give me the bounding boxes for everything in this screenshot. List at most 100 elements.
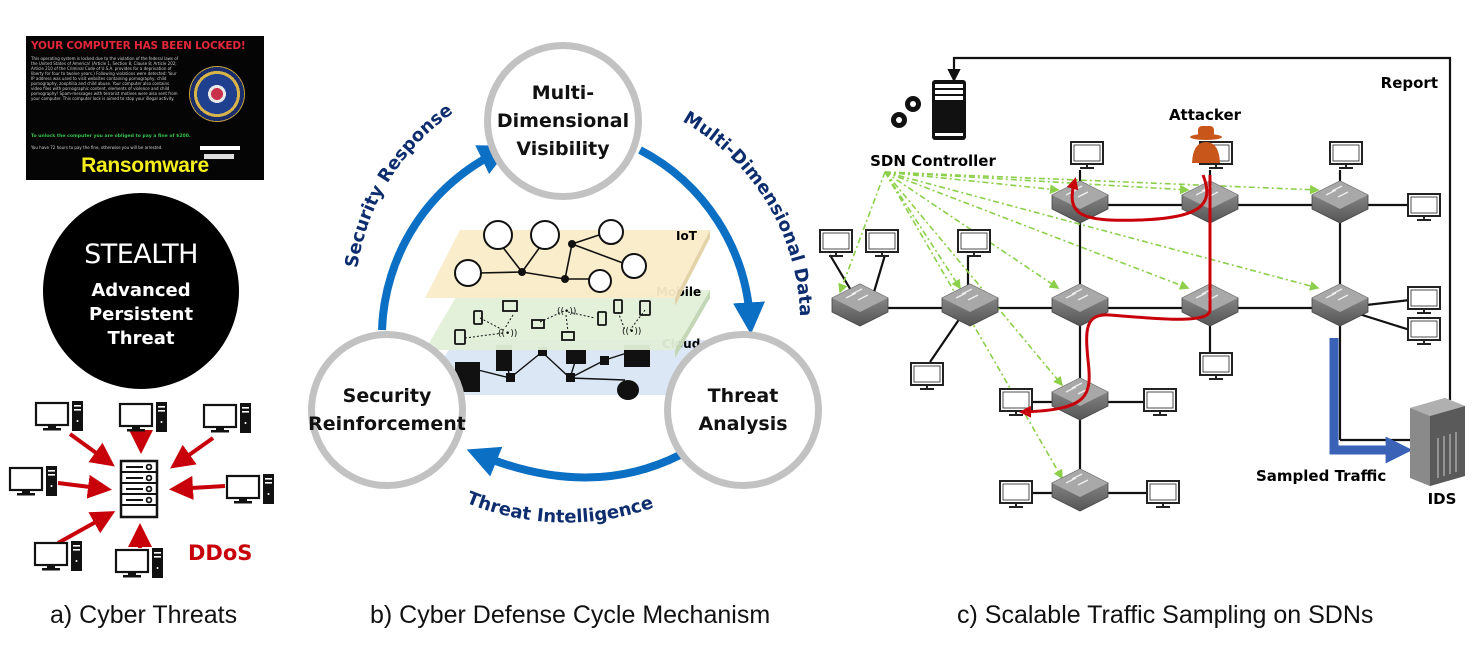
switch-icon [1051,283,1109,327]
desktop-icon [502,300,518,312]
iot-layer: IoT [425,219,710,306]
attacker-label: Attacker [1169,106,1242,124]
monitor-icon [1407,317,1441,345]
sdn-sampling-diagram: Report [819,56,1465,512]
antenna-icon: ((•)) [622,327,641,337]
node-text-line: Threat [707,385,779,407]
fbi-seal-icon [189,66,245,122]
monitor-icon [1329,141,1363,169]
arrow-threat-intelligence [466,446,682,482]
label-threat-intelligence: Threat Intelligence [464,488,656,528]
node-text-line: Reinforcement [308,413,466,435]
switch-icon [600,356,609,365]
node-security-reinforcement: Security Reinforcement [308,331,466,489]
ransomware-label: Ransomware [81,154,209,177]
computer-icon [225,472,276,506]
phone-icon [597,311,607,326]
monitor-icon [910,362,944,390]
chip-icon [588,269,612,293]
switch-icon [506,373,515,382]
ok-button [204,154,234,159]
computer-icon [114,546,165,580]
server-icon [566,350,586,364]
switch-icon [1311,283,1369,327]
ransomware-body: This operating system is locked due to t… [31,56,179,101]
caption-b: b) Cyber Defense Cycle Mechanism [370,601,771,629]
monitor-icon [819,229,853,257]
computer-icon [202,401,253,435]
attack-path [1019,174,1212,418]
wearable-icon [621,253,647,279]
tablet-icon [454,329,466,345]
switch-icon [941,283,999,327]
node-threat-analysis: Threat Analysis [664,331,822,489]
node-text-line: Dimensional [496,110,630,132]
monitor-icon [1146,480,1180,508]
apt-line-3: Threat [107,328,175,349]
arrow-multidimensional-data [638,146,765,335]
node-text-line: Visibility [516,138,610,160]
iot-layer-label: IoT [676,229,698,243]
ids-label: IDS [1428,490,1457,508]
robot-arm-icon [598,219,624,245]
computer-icon [34,399,85,433]
computer-icon [33,539,84,573]
energy-grid-icon [483,220,513,250]
controller-label: SDN Controller [870,152,996,170]
monitor-icon [999,480,1033,508]
ids-server-icon [1410,398,1465,486]
attacker-icon [1190,126,1222,163]
node-text-line: Multi- [531,82,595,104]
ransomware-deadline: You have 72 hours to pay the fine, other… [31,145,163,150]
switch-icon [1051,180,1109,224]
laptop-icon [561,331,575,341]
code-input [200,146,240,150]
ddos-attack-arrows [57,430,226,548]
label-security-response: Security Response [341,100,456,269]
report-label: Report [1381,74,1438,92]
switch-icon [566,373,575,382]
iot-device-icons [454,219,647,293]
monitor-icon [1070,141,1104,169]
node-text-line: Analysis [698,413,788,435]
ransomware-demand: To unlock the computer you are obliged t… [31,134,191,139]
monitor-icon [957,229,991,257]
report-line [947,56,1452,400]
node-text-line: Security [342,385,432,407]
switch-icon [538,347,547,356]
ddos-diagram: DDoS [8,399,276,580]
apt-line-2: Persistent [88,304,194,325]
caption-a: a) Cyber Threats [50,601,238,629]
electric-car-icon [530,220,560,250]
switch-icon [1311,180,1369,224]
openflow-switches [831,180,1369,512]
ransomware-title: YOUR COMPUTER HAS BEEN LOCKED! [31,40,246,52]
caption-c: c) Scalable Traffic Sampling on SDNs [957,601,1374,629]
arrow-security-response [378,145,511,331]
apt-circle: STEALTH Advanced Persistent Threat [43,193,239,389]
phone-icon [473,310,483,325]
ransomware-screen: YOUR COMPUTER HAS BEEN LOCKED! This oper… [26,36,264,180]
mobile-device-icons [454,299,651,345]
control-plane-links [838,171,1320,480]
monitor-icon [1407,193,1441,221]
apt-label: Advanced Persistent Threat [43,279,239,351]
phone-icon [613,299,623,314]
cctv-camera-icon [454,259,482,287]
computer-icon [8,464,59,498]
sampled-traffic-label: Sampled Traffic [1256,467,1386,485]
node-multidimensional-visibility: Multi- Dimensional Visibility [484,42,642,200]
database-icon [617,380,639,400]
datacenter-icon [624,345,650,367]
stealth-heading: STEALTH [84,239,198,270]
ddos-label: DDoS [188,541,252,565]
laptop-icon [531,319,545,329]
tower-server-icon [496,345,512,371]
antenna-icons: ((•)) ((•)) ((•)) [498,307,641,339]
tablet-icon [639,300,651,316]
monitor-icon [1143,388,1177,416]
apt-line-1: Advanced [91,280,191,301]
target-server-icon [119,459,159,519]
antenna-icon: ((•)) [557,307,576,317]
antenna-icon: ((•)) [498,329,517,339]
